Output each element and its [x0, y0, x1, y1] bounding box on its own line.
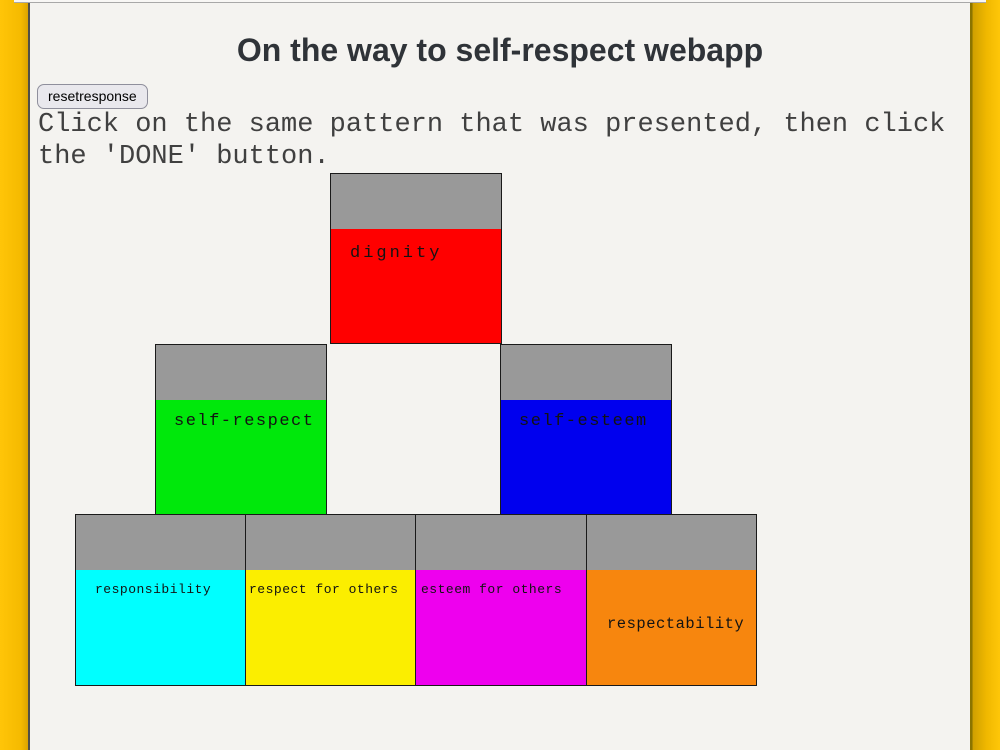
block-label: dignity [350, 244, 443, 263]
block-label: respectability [607, 615, 745, 633]
block-label: self-respect [174, 412, 315, 431]
block-header [331, 174, 501, 229]
page-title: On the way to self-respect webapp [236, 32, 764, 68]
block-fill: dignity [331, 229, 501, 343]
block-header [587, 515, 756, 570]
reset-response-button[interactable]: resetresponse [37, 84, 148, 109]
block-header [416, 515, 586, 570]
top-divider [14, 0, 986, 3]
block-fill: self-respect [156, 400, 326, 514]
block-dignity[interactable]: dignity [330, 173, 502, 344]
block-label: respect for others [249, 582, 399, 597]
block-label: responsibility [95, 582, 212, 597]
block-label: self-esteem [519, 412, 648, 431]
instructions-text: Click on the same pattern that was prese… [38, 110, 946, 172]
block-header [246, 515, 415, 570]
block-respectability[interactable]: respectability [586, 514, 757, 686]
block-fill: respectability [587, 570, 756, 685]
block-respect-for-others[interactable]: respect for others [245, 514, 416, 686]
block-fill: respect for others [246, 570, 415, 685]
block-header [156, 345, 326, 400]
page-frame-right [970, 0, 1000, 750]
block-esteem-for-others[interactable]: esteem for others [415, 514, 587, 686]
block-fill: self-esteem [501, 400, 671, 514]
block-header [501, 345, 671, 400]
page-frame-left [0, 0, 30, 750]
block-self-respect[interactable]: self-respect [155, 344, 327, 515]
block-header [76, 515, 245, 570]
block-fill: esteem for others [416, 570, 586, 685]
block-fill: responsibility [76, 570, 245, 685]
block-responsibility[interactable]: responsibility [75, 514, 246, 686]
block-label: esteem for others [421, 582, 563, 597]
block-self-esteem[interactable]: self-esteem [500, 344, 672, 515]
